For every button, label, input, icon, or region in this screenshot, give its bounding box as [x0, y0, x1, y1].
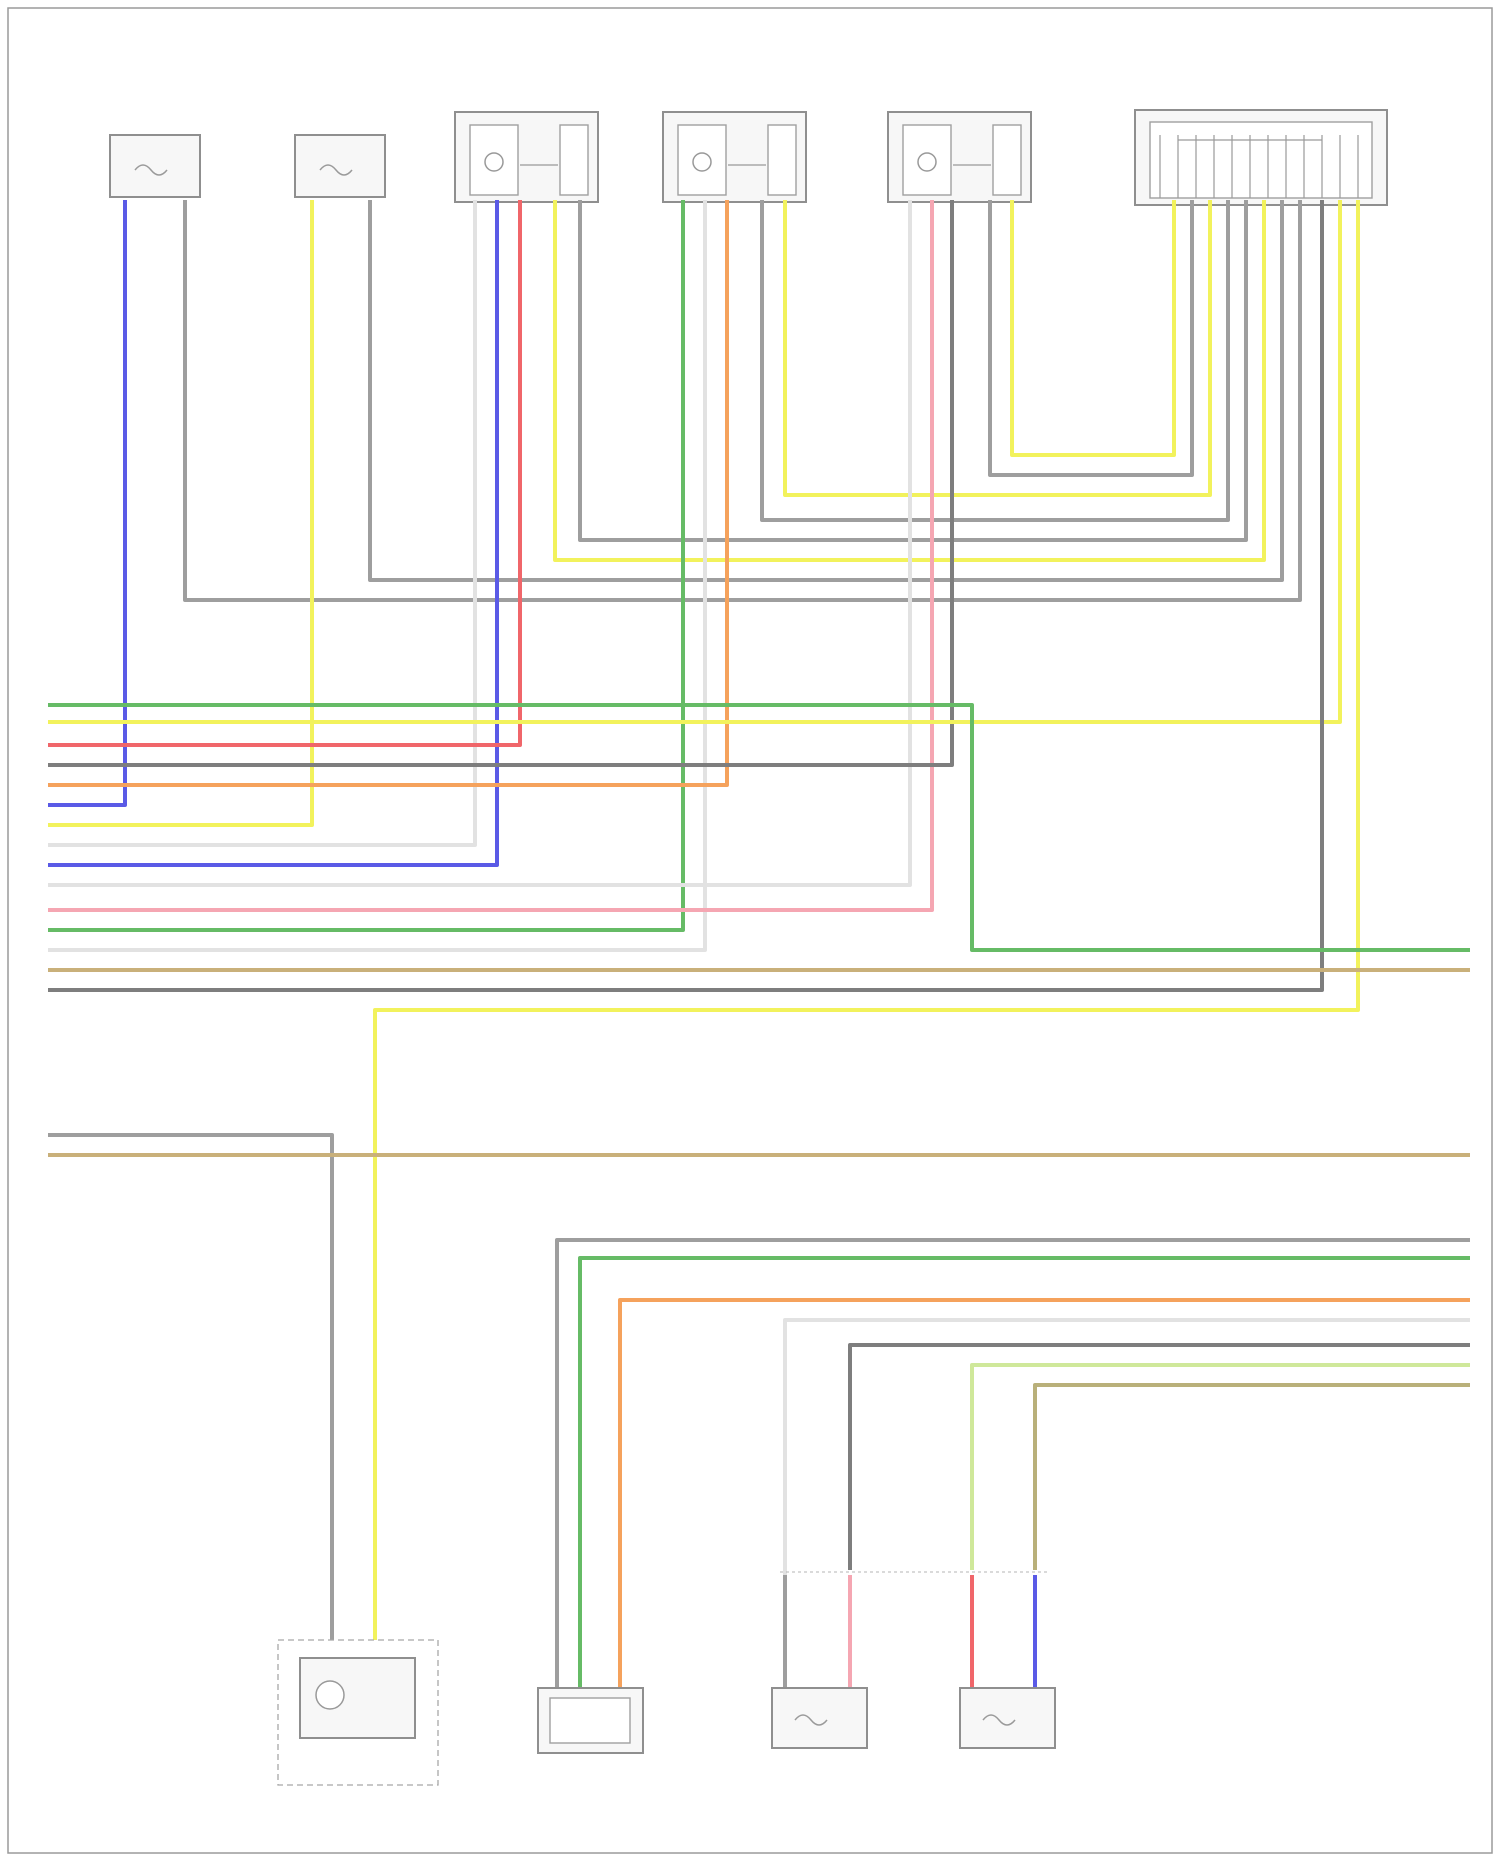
wire-white-2 — [48, 200, 705, 950]
wire-lgreen-1 — [972, 1365, 1470, 1570]
wire-grey-8 — [48, 1135, 332, 1640]
wire-grey-4 — [762, 200, 1228, 520]
wire-white-4 — [785, 1320, 1470, 1690]
wire-orange-2 — [620, 1300, 1470, 1690]
sensor-2 — [295, 135, 385, 197]
actuator-3 — [888, 112, 1031, 202]
evap-sensor-2 — [772, 1688, 867, 1748]
wire-yellow-5 — [48, 200, 1340, 722]
actuator-2 — [663, 112, 806, 202]
actuator-1 — [455, 112, 598, 202]
wire-white-3 — [48, 200, 910, 885]
temp-sensor — [538, 1688, 643, 1753]
wire-grey-6 — [990, 200, 1192, 475]
connector-block — [1135, 110, 1387, 205]
wire-grey-10 — [850, 1345, 1470, 1570]
wire-olive-1 — [1035, 1385, 1470, 1570]
wire-blue-1 — [48, 200, 125, 805]
wire-yellow-3 — [785, 200, 1210, 495]
wire-green-3 — [580, 1258, 1470, 1690]
photo-sensor — [278, 1640, 438, 1785]
evap-sensor-1 — [960, 1688, 1055, 1748]
wire-white-1 — [48, 200, 475, 845]
wire-green-1 — [48, 200, 683, 930]
wire-grey-3 — [580, 200, 1246, 540]
wire-yellow-4 — [1012, 200, 1174, 455]
wire-pink-1 — [48, 200, 932, 910]
wire-green-2 — [48, 705, 1470, 950]
wire-grey-2 — [370, 200, 1282, 580]
wire-red-1 — [48, 200, 520, 745]
wire-grey-9 — [557, 1240, 1470, 1690]
wire-orange-1 — [48, 200, 727, 785]
sensor-1 — [110, 135, 200, 197]
wire-yellow-1 — [48, 200, 312, 825]
